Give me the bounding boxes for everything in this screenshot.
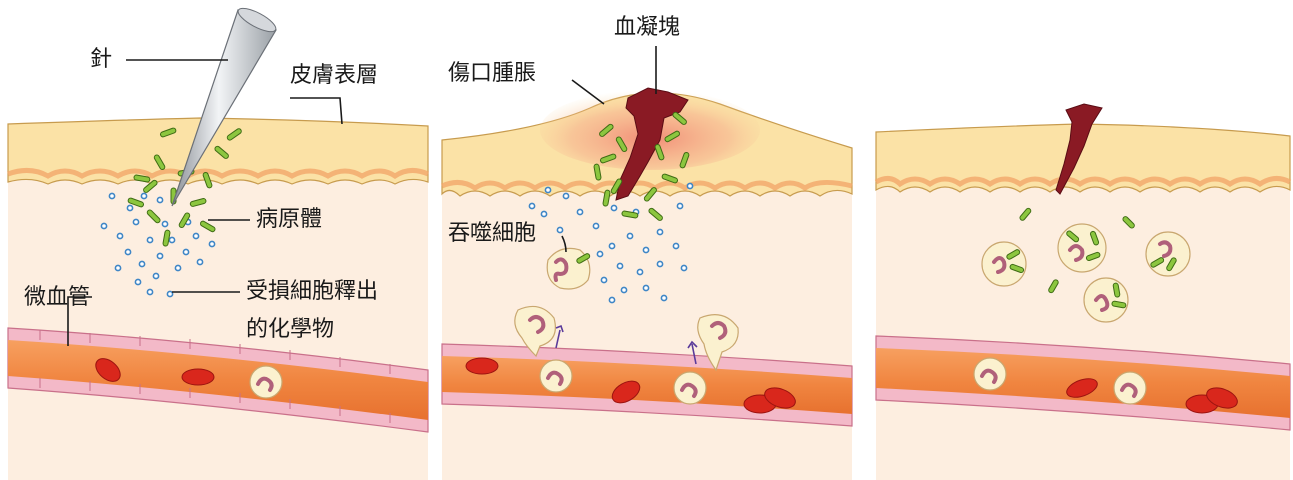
label-pathogen: 病原體 <box>256 206 322 234</box>
panel-3 <box>876 104 1290 480</box>
white-blood-cell <box>674 372 706 404</box>
white-blood-cell <box>1114 372 1146 404</box>
panel-2 <box>442 46 852 480</box>
red-blood-cell <box>466 358 498 374</box>
white-blood-cell <box>974 358 1006 390</box>
white-blood-cell <box>250 366 282 398</box>
label-needle: 針 <box>90 46 112 74</box>
label-epidermis: 皮膚表層 <box>290 62 378 90</box>
label-chemicals-line1: 受損細胞釋出 <box>246 278 378 306</box>
label-clot: 血凝塊 <box>614 14 680 42</box>
red-blood-cell <box>182 369 214 385</box>
white-blood-cell <box>540 360 572 392</box>
label-capillary: 微血管 <box>24 284 90 312</box>
label-chemicals-line2: 的化學物 <box>246 316 334 344</box>
dermis <box>8 170 428 480</box>
label-swelling: 傷口腫脹 <box>448 60 536 88</box>
label-phagocyte: 吞噬細胞 <box>448 220 536 248</box>
phagocyte <box>547 248 590 289</box>
